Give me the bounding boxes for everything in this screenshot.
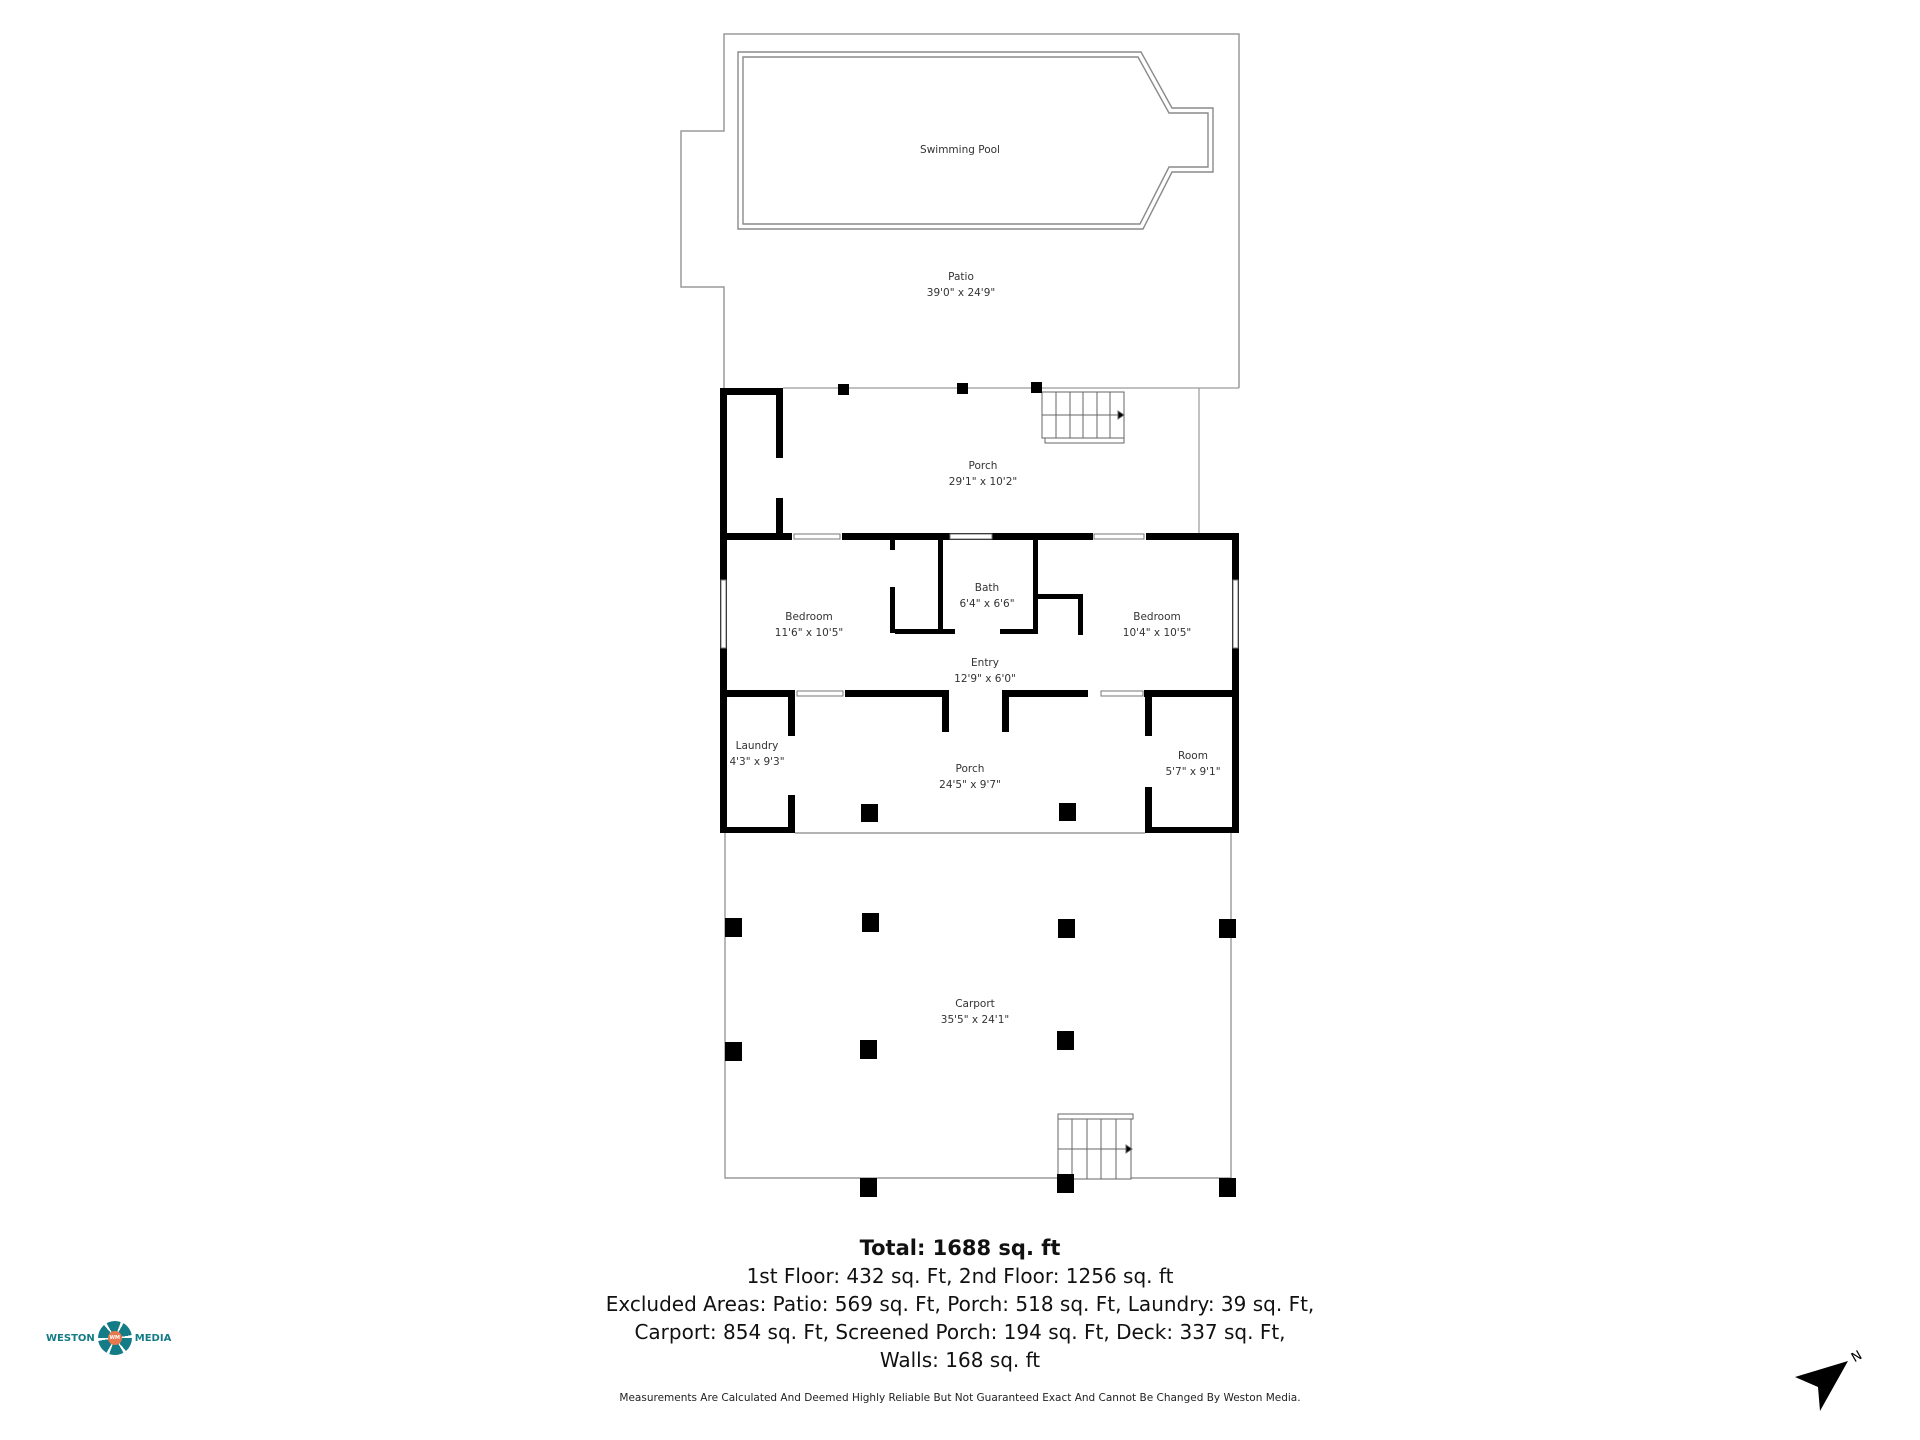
lower-stairs [1057,1113,1134,1180]
room-label-porch-upper: Porch 29'1" x 10'2" [949,458,1017,490]
room-label-carport: Carport 35'5" x 24'1" [941,996,1009,1028]
room-dims: 39'0" x 24'9" [926,287,996,299]
room-name: Laundry [735,740,779,752]
room-label-laundry: Laundry 4'3" x 9'3" [729,738,784,770]
room-dims: 5'7" x 9'1" [1165,766,1221,778]
room-dims: 6'4" x 6'6" [959,598,1015,610]
pool-outline [737,51,1214,230]
room-name: Porch [955,763,985,775]
walls-area: Walls: 168 sq. ft [879,1348,1041,1372]
weston-media-logo: WESTON WM MEDIA [46,1320,171,1356]
room-name: Entry [971,657,999,669]
room-dims: 10'4" x 10'5" [1122,627,1192,639]
room-name: Swimming Pool [920,144,1000,156]
area-summary: Total: 1688 sq. ft 1st Floor: 432 sq. Ft… [0,1234,1920,1374]
logo-text-left: WESTON [46,1332,95,1344]
room-name: Carport [955,998,995,1010]
floor-areas: 1st Floor: 432 sq. Ft, 2nd Floor: 1256 s… [746,1264,1174,1288]
total-area: Total: 1688 sq. ft [859,1236,1061,1260]
carport-outline [724,832,1232,1179]
room-label-patio: Patio 39'0" x 24'9" [927,269,995,301]
excluded-areas-1: Excluded Areas: Patio: 569 sq. Ft, Porch… [605,1292,1315,1316]
room-dims: 24'5" x 9'7" [939,779,1001,791]
room-name: Patio [948,271,974,283]
room-name: Bedroom [1133,611,1181,623]
room-dims: 4'3" x 9'3" [729,756,785,768]
logo-text-right: MEDIA [134,1332,172,1344]
excluded-areas-2: Carport: 854 sq. Ft, Screened Porch: 194… [634,1320,1286,1344]
room-label-porch-lower: Porch 24'5" x 9'7" [939,761,1001,793]
room-dims: 12'9" x 6'0" [954,673,1016,685]
room-name: Bath [974,582,1000,594]
north-arrow-icon: N [1795,1348,1865,1411]
columns [725,382,1236,1197]
windows [720,533,1239,697]
room-label-swimming-pool: Swimming Pool [920,142,1000,158]
room-name: Bedroom [785,611,833,623]
logo-mark: WM [107,1331,122,1345]
room-dims: 29'1" x 10'2" [948,476,1018,488]
room-label-entry: Entry 12'9" x 6'0" [954,655,1016,687]
aperture-icon: WM [97,1321,132,1355]
porch-upper-outline [783,387,1239,533]
patio-outline [680,33,1240,388]
room-label-bath: Bath 6'4" x 6'6" [959,580,1014,612]
room-label-room: Room 5'7" x 9'1" [1165,748,1220,780]
room-dims: 35'5" x 24'1" [940,1014,1010,1026]
disclaimer: Measurements Are Calculated And Deemed H… [619,1392,1301,1404]
room-label-bedroom-right: Bedroom 10'4" x 10'5" [1123,609,1191,641]
room-name: Room [1178,750,1208,762]
room-name: Porch [968,460,998,472]
compass-label: N [1849,1348,1865,1366]
room-dims: 11'6" x 10'5" [774,627,844,639]
upper-stairs [1041,391,1125,444]
room-label-bedroom-left: Bedroom 11'6" x 10'5" [775,609,843,641]
